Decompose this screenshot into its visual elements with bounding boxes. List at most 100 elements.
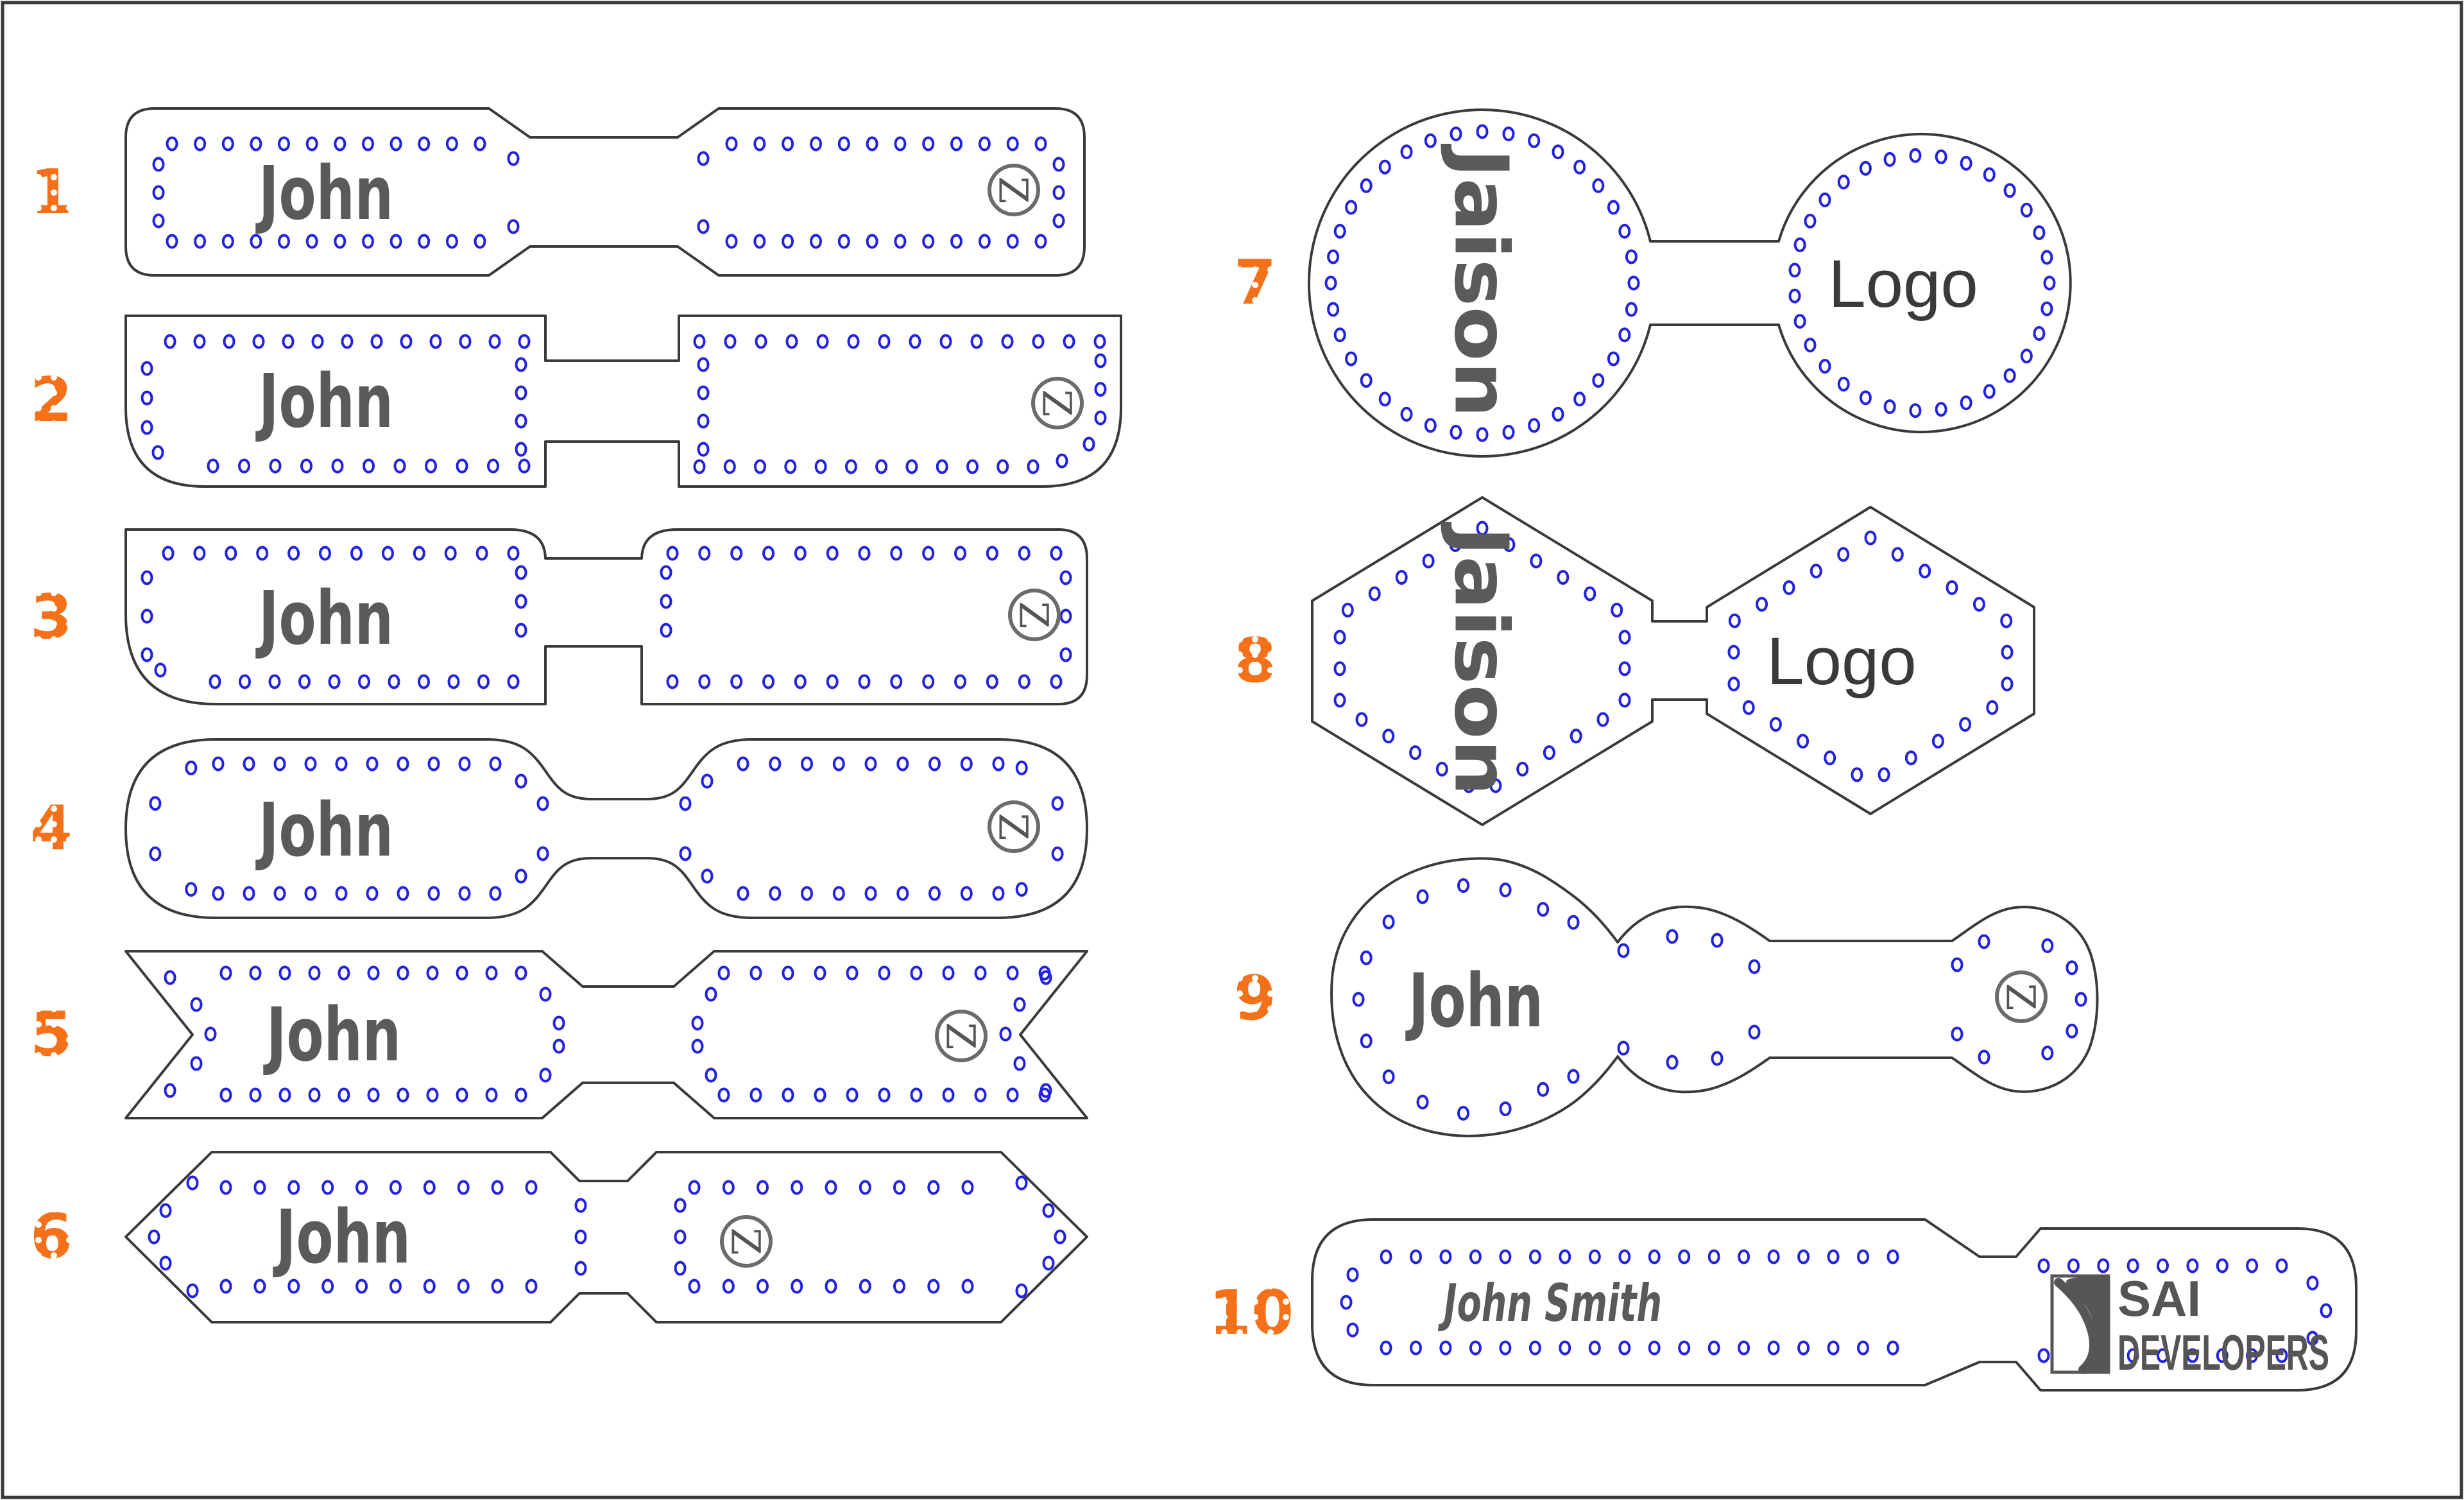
stitch-hole xyxy=(194,234,207,249)
stitch-hole xyxy=(666,674,679,689)
stitch-hole xyxy=(1063,334,1075,349)
stitch-hole xyxy=(896,756,909,772)
tag-outline xyxy=(1311,496,2035,826)
stitch-hole xyxy=(518,458,531,474)
stitch-hole xyxy=(697,357,710,372)
stitch-hole xyxy=(1052,157,1065,172)
item-number: 1 xyxy=(30,157,73,228)
stitch-hole xyxy=(893,1180,905,1195)
stitch-hole xyxy=(186,1175,199,1191)
stitch-hole xyxy=(858,546,871,561)
stitch-hole xyxy=(459,334,472,349)
stitch-hole xyxy=(844,459,857,474)
tag-outline xyxy=(124,950,1088,1119)
stitch-hole xyxy=(697,151,710,166)
stitch-hole xyxy=(515,442,527,457)
stitch-hole xyxy=(1793,237,1806,252)
stitch-hole xyxy=(1027,459,1040,474)
stitch-hole xyxy=(1380,1249,1392,1264)
stitch-hole xyxy=(1015,760,1028,775)
stitch-hole xyxy=(1015,1283,1028,1298)
stitch-hole xyxy=(1040,1083,1052,1098)
z-monogram: Z xyxy=(988,164,1040,216)
stitch-hole xyxy=(574,1198,587,1213)
stitch-hole xyxy=(1059,570,1072,585)
stitch-hole xyxy=(2126,1348,2139,1363)
stitch-hole xyxy=(355,1279,368,1294)
stitch-hole xyxy=(890,546,903,561)
stitch-hole xyxy=(1824,750,1836,766)
stitch-hole xyxy=(942,1087,955,1103)
stitch-hole xyxy=(447,674,460,689)
stitch-hole xyxy=(457,1180,470,1195)
stitch-hole xyxy=(1617,1040,1630,1056)
stitch-hole xyxy=(1042,1255,1055,1271)
stitch-hole xyxy=(878,334,891,349)
stitch-hole xyxy=(725,234,738,249)
stitch-hole xyxy=(1804,338,1817,353)
stitch-hole xyxy=(212,886,225,901)
stitch-hole xyxy=(1864,530,1877,546)
tag-item-4: 4 John Z xyxy=(30,738,1088,919)
stitch-hole xyxy=(974,1087,987,1103)
stitch-hole xyxy=(922,234,935,249)
stitch-hole xyxy=(1499,1101,1512,1116)
stitch-hole xyxy=(367,1087,380,1103)
item-number: 9 xyxy=(1234,963,1276,1034)
z-monogram-letter: Z xyxy=(990,176,1037,203)
stitch-hole xyxy=(491,1180,504,1195)
stitch-hole xyxy=(1094,353,1107,368)
stitch-hole xyxy=(141,390,153,406)
stitch-hole xyxy=(1422,553,1435,569)
stitch-hole xyxy=(456,458,468,474)
stitch-hole xyxy=(1666,1055,1679,1070)
stitch-hole xyxy=(397,756,409,772)
stitch-hole xyxy=(1094,410,1107,426)
stitch-hole xyxy=(697,413,710,429)
stitch-hole xyxy=(362,136,374,151)
stitch-hole xyxy=(485,965,498,981)
stitch-hole xyxy=(552,1015,565,1031)
stitch-hole xyxy=(832,756,845,772)
stitch-hole xyxy=(1360,950,1373,965)
stitch-hole xyxy=(825,1180,837,1195)
stitch-holes xyxy=(149,756,1064,901)
stitch-holes xyxy=(1352,878,2087,1121)
stitch-hole xyxy=(1528,1340,1541,1356)
tag-name-text: John xyxy=(263,992,401,1078)
tag-name-text: John xyxy=(1405,958,1543,1044)
stitch-hole xyxy=(826,546,839,561)
stitch-holes xyxy=(141,334,1107,474)
stitch-hole xyxy=(457,1279,470,1294)
z-monogram: Z xyxy=(988,800,1040,853)
stitch-hole xyxy=(1416,889,1429,904)
stitch-hole xyxy=(1378,392,1391,407)
stitch-hole xyxy=(278,965,291,981)
stitch-hole xyxy=(445,136,458,151)
stitch-hole xyxy=(2041,938,2054,953)
stitch-hole xyxy=(515,965,527,981)
stitch-hole xyxy=(769,886,782,901)
stitch-hole xyxy=(942,965,955,981)
stitch-hole xyxy=(1013,997,1026,1012)
stitch-hole xyxy=(698,674,711,689)
stitch-hole xyxy=(1543,745,1555,761)
stitch-hole xyxy=(507,219,520,234)
stitch-hole xyxy=(362,234,374,249)
stitch-hole xyxy=(515,357,527,372)
stitch-hole xyxy=(1559,1249,1571,1264)
stitch-hole xyxy=(753,136,766,151)
stitch-hole xyxy=(393,458,406,474)
stitch-hole xyxy=(1727,644,1740,660)
stitch-hole xyxy=(141,420,153,435)
sai-logo-mark-swoosh xyxy=(2054,1278,2099,1374)
stitch-hole xyxy=(1618,1249,1631,1264)
stitch-hole xyxy=(1573,159,1586,175)
stitch-hole xyxy=(2306,1275,2319,1291)
stitch-hole xyxy=(219,1180,232,1195)
tag-item-10: 10 John Smith SAI DEVELOPERS xyxy=(1209,1218,2357,1392)
stitch-hole xyxy=(250,234,262,249)
stitch-hole xyxy=(2037,1348,2050,1363)
